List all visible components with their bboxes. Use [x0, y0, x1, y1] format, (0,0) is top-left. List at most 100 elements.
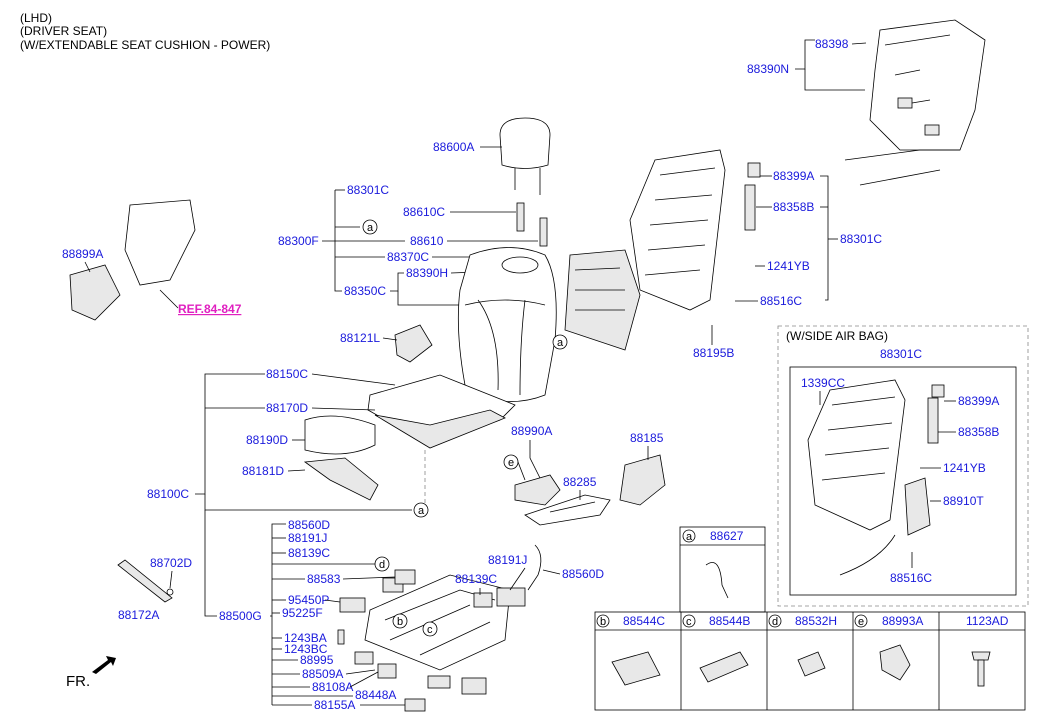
- label-1243BC[interactable]: 1243BC: [284, 642, 328, 656]
- table-top-part[interactable]: 88627: [710, 529, 744, 543]
- header-lhd: (LHD): [20, 11, 52, 25]
- label-88300F[interactable]: 88300F: [278, 234, 319, 248]
- label-88509A[interactable]: 88509A: [302, 667, 343, 681]
- label-88301C-top[interactable]: 88301C: [347, 183, 389, 197]
- side-strip-drawing: [117, 559, 174, 603]
- label-88285[interactable]: 88285: [563, 475, 597, 489]
- seat-frame-drawing: [337, 544, 542, 712]
- lumbar-unit-drawing: [514, 474, 561, 506]
- table-key-d: d: [772, 616, 778, 628]
- label-88108A[interactable]: 88108A: [312, 680, 353, 694]
- label-88398[interactable]: 88398: [815, 37, 849, 51]
- extension-frame-drawing: [524, 494, 611, 526]
- header-driver-seat: (DRIVER SEAT): [20, 24, 107, 38]
- label-88995[interactable]: 88995: [300, 653, 334, 667]
- table-part-88532H[interactable]: 88532H: [795, 614, 837, 628]
- label-88610[interactable]: 88610: [410, 234, 444, 248]
- table-part-1123AD[interactable]: 1123AD: [966, 614, 1009, 628]
- table-top-key: a: [686, 531, 693, 543]
- callout-e: e: [508, 457, 514, 469]
- label-88448A[interactable]: 88448A: [355, 688, 396, 702]
- bolt-icon: [971, 651, 991, 687]
- belt-guide-drawing: [744, 162, 761, 231]
- label-88190D[interactable]: 88190D: [246, 433, 288, 447]
- table-cell-88544B[interactable]: c 88544B: [682, 614, 750, 683]
- headrest-drawing: [499, 117, 551, 195]
- callout-b: b: [397, 616, 403, 628]
- label-88191J-left[interactable]: 88191J: [288, 531, 327, 545]
- ref-link-84-847[interactable]: REF.84-847: [178, 302, 242, 316]
- table-part-88544C[interactable]: 88544C: [623, 614, 665, 628]
- label-88583[interactable]: 88583: [307, 572, 341, 586]
- seat-cushion-drawing: [303, 374, 516, 501]
- back-pad-drawing: [564, 249, 641, 351]
- label-88500G[interactable]: 88500G: [219, 609, 262, 623]
- airbag-label-88358B[interactable]: 88358B: [958, 425, 999, 439]
- label-88610C[interactable]: 88610C: [403, 205, 445, 219]
- label-88516C[interactable]: 88516C: [760, 294, 802, 308]
- callout-d: d: [379, 559, 385, 571]
- seat-back-cushion-drawing: [457, 247, 557, 403]
- label-1243BA[interactable]: 1243BA: [284, 631, 327, 645]
- label-88139C-right[interactable]: 88139C: [455, 572, 497, 586]
- airbag-box-title: (W/SIDE AIR BAG): [786, 329, 888, 343]
- airbag-label-1339CC[interactable]: 1339CC: [801, 376, 845, 390]
- airbag-frame-drawing: [807, 379, 945, 576]
- airbag-label-88910T[interactable]: 88910T: [943, 494, 984, 508]
- label-88600A[interactable]: 88600A: [433, 140, 474, 154]
- header-cushion-type: (W/EXTENDABLE SEAT CUSHION - POWER): [20, 38, 270, 52]
- seat-back-frame-drawing: [629, 149, 726, 311]
- table-cell-88993A[interactable]: e 88993A: [854, 614, 923, 681]
- label-1241YB[interactable]: 1241YB: [767, 259, 810, 273]
- label-88990A[interactable]: 88990A: [511, 424, 552, 438]
- table-cell-88544C[interactable]: b 88544C: [596, 614, 665, 686]
- airbag-label-88516C[interactable]: 88516C: [890, 571, 932, 585]
- label-88390N[interactable]: 88390N: [747, 62, 789, 76]
- callout-c: c: [427, 624, 433, 636]
- label-88121L[interactable]: 88121L: [340, 331, 380, 345]
- table-small-parts: [594, 611, 1026, 711]
- label-88150C[interactable]: 88150C: [266, 367, 308, 381]
- callout-a-1: a: [367, 222, 374, 234]
- airbag-label-1241YB[interactable]: 1241YB: [943, 461, 986, 475]
- airbag-label-88399A[interactable]: 88399A: [958, 394, 999, 408]
- label-95225F[interactable]: 95225F: [282, 606, 323, 620]
- table-cell-1123AD[interactable]: 1123AD: [966, 614, 1009, 687]
- side-cover-drawing: [619, 454, 666, 506]
- label-88185[interactable]: 88185: [630, 431, 664, 445]
- label-95450P[interactable]: 95450P: [288, 593, 329, 607]
- label-88390H[interactable]: 88390H: [406, 266, 448, 280]
- table-key-e: e: [858, 616, 864, 628]
- label-88702D[interactable]: 88702D: [150, 556, 192, 570]
- front-direction-label: FR.: [66, 673, 90, 690]
- callout-a-2: a: [557, 337, 564, 349]
- side-trim-drawing: [394, 324, 433, 363]
- label-88170D[interactable]: 88170D: [266, 401, 308, 415]
- table-cell-88532H[interactable]: d 88532H: [768, 614, 837, 677]
- label-88100C[interactable]: 88100C: [147, 487, 189, 501]
- label-88358B[interactable]: 88358B: [773, 200, 814, 214]
- label-88155A[interactable]: 88155A: [314, 698, 355, 712]
- airbag-label-88301C[interactable]: 88301C: [880, 347, 922, 361]
- table-part-88993A[interactable]: 88993A: [882, 614, 923, 628]
- label-88370C[interactable]: 88370C: [387, 250, 429, 264]
- label-88195B[interactable]: 88195B: [693, 346, 734, 360]
- table-key-b: b: [600, 616, 606, 628]
- label-88899A[interactable]: 88899A: [62, 247, 103, 261]
- label-88350C[interactable]: 88350C: [344, 284, 386, 298]
- callout-a-3: a: [418, 505, 425, 517]
- label-88139C-left[interactable]: 88139C: [288, 546, 330, 560]
- airbag-variant-box: [777, 325, 1029, 607]
- label-88172A[interactable]: 88172A: [118, 608, 159, 622]
- seat-back-cover-drawing: [844, 19, 986, 186]
- table-key-c: c: [686, 616, 692, 628]
- label-88301C-right[interactable]: 88301C: [840, 232, 882, 246]
- table-part-88544B[interactable]: 88544B: [709, 614, 750, 628]
- label-88560D-right[interactable]: 88560D: [562, 567, 604, 581]
- label-88181D[interactable]: 88181D: [242, 464, 284, 478]
- label-88191J-right[interactable]: 88191J: [488, 553, 527, 567]
- label-88399A[interactable]: 88399A: [773, 169, 814, 183]
- label-88560D-left[interactable]: 88560D: [288, 518, 330, 532]
- headrest-guides-drawing: [516, 202, 548, 247]
